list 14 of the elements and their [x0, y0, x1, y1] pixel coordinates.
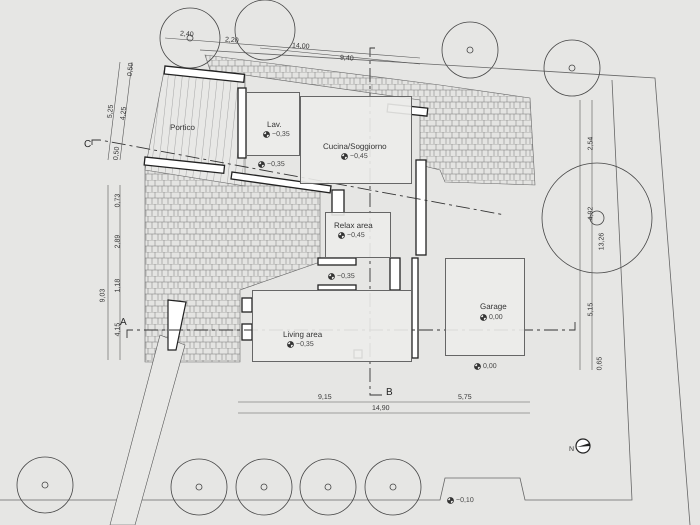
section-marker: A [120, 318, 127, 328]
room-outline [445, 258, 525, 356]
section-marker: B [386, 388, 393, 398]
room-name: Living area [283, 331, 322, 339]
section-marker: C [84, 140, 92, 150]
room-outline [252, 290, 412, 362]
room-name: Portico [170, 124, 195, 132]
room-name: Cucina/Soggiorno [323, 143, 387, 151]
room-outline [300, 96, 412, 184]
room-name: Relax area [334, 222, 373, 230]
room-name: Lav. [267, 121, 282, 129]
room-outline [246, 92, 300, 156]
room-name: Garage [480, 303, 507, 311]
room-outline [325, 212, 391, 258]
